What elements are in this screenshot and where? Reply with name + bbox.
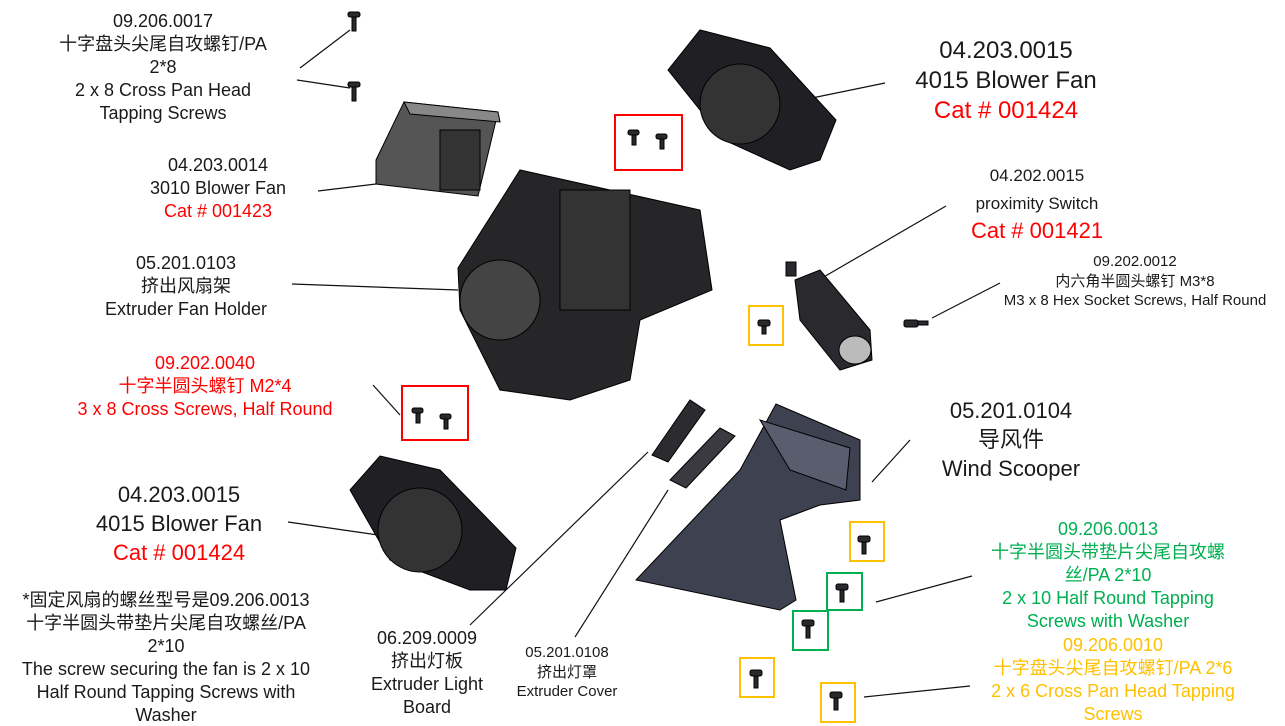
size: 2*8 xyxy=(149,57,177,77)
name-en: Extruder Light xyxy=(370,674,484,694)
part-number: 09.206.0013 xyxy=(1057,519,1159,539)
note-line: 2*10 xyxy=(147,636,185,656)
part-number: 04.202.0015 xyxy=(989,166,1085,185)
name-en: 3 x 8 Cross Screws, Half Round xyxy=(77,399,333,419)
part-name: 4015 Blower Fan xyxy=(915,67,1097,94)
catalog-number: Cat # 001424 xyxy=(112,540,246,565)
part-number: 04.203.0014 xyxy=(167,155,269,175)
highlight-box-yellow xyxy=(748,305,784,346)
label-wind-scooper: 05.201.0104 导风件 Wind Scooper xyxy=(942,396,1080,483)
screw-icon xyxy=(439,413,452,430)
label-fan-3010: 04.203.0014 3010 Blower Fan Cat # 001423 xyxy=(150,154,286,223)
label-screws-0012: 09.202.0012 内六角半圆头螺钉 M3*8 M3 x 8 Hex Soc… xyxy=(1004,252,1267,311)
screw-icon xyxy=(655,133,668,150)
name-en: 2 x 6 Cross Pan Head Tapping xyxy=(991,681,1235,701)
name-cn: 挤出风扇架 xyxy=(140,276,231,296)
name-en: Tapping Screws xyxy=(99,103,227,123)
part-number: 09.206.0010 xyxy=(1062,635,1164,655)
screw-icon xyxy=(829,691,843,711)
label-fan-4015-right: 04.203.0015 4015 Blower Fan Cat # 001424 xyxy=(915,36,1096,126)
part-number: 09.202.0012 xyxy=(1093,253,1177,270)
part-name: 3010 Blower Fan xyxy=(149,178,287,198)
name-cn: 挤出灯罩 xyxy=(536,663,597,681)
name-cn: 内六角半圆头螺钉 M3*8 xyxy=(1055,272,1215,290)
proximity-switch-part xyxy=(785,261,873,371)
name-cn: 丝/PA 2*10 xyxy=(1064,565,1152,585)
screw-icon xyxy=(857,535,871,555)
label-screws-0010: 09.206.0010 十字盘头尖尾自攻螺钉/PA 2*6 2 x 6 Cros… xyxy=(991,634,1235,726)
highlight-box-yellow xyxy=(739,657,775,698)
highlight-box-red xyxy=(614,114,683,171)
name-en: Screws with Washer xyxy=(1026,611,1190,631)
label-fan-holder: 05.201.0103 挤出风扇架 Extruder Fan Holder xyxy=(105,252,267,321)
screw-icon xyxy=(801,619,815,639)
highlight-box-red xyxy=(401,385,469,441)
highlight-box-yellow xyxy=(849,521,885,562)
label-screws-0040: 09.202.0040 十字半圆头螺钉 M2*4 3 x 8 Cross Scr… xyxy=(77,352,332,421)
highlight-box-green xyxy=(826,572,863,611)
name-en: Board xyxy=(402,697,452,717)
note-line: *固定风扇的螺丝型号是09.206.0013 xyxy=(22,590,310,610)
part-name: proximity Switch xyxy=(975,194,1099,213)
part-number: 05.201.0103 xyxy=(135,253,237,273)
fan-holder-part xyxy=(457,169,713,401)
catalog-number: Cat # 001423 xyxy=(163,201,273,221)
label-proximity-switch: 04.202.0015 proximity Switch Cat # 00142… xyxy=(971,163,1103,246)
screw-icon xyxy=(835,583,849,603)
wind-scooper-part xyxy=(635,403,861,611)
label-light-board: 06.209.0009 挤出灯板 Extruder Light Board xyxy=(371,627,483,719)
note-line: 十字半圆头带垫片尖尾自攻螺丝/PA xyxy=(26,613,306,633)
note-line: Half Round Tapping Screws with xyxy=(36,682,296,702)
note-line: The screw securing the fan is 2 x 10 xyxy=(21,659,311,679)
leader-lines xyxy=(287,29,1001,698)
catalog-number: Cat # 001424 xyxy=(933,97,1079,124)
name-cn: 十字盘头尖尾自攻螺钉/PA xyxy=(59,34,267,54)
note-line: Washer xyxy=(135,705,197,725)
screw-icon xyxy=(757,319,771,335)
parts xyxy=(347,11,929,711)
catalog-number: Cat # 001421 xyxy=(970,218,1104,243)
part-number: 05.201.0104 xyxy=(949,398,1073,423)
name-cn: 十字盘头尖尾自攻螺钉/PA 2*6 xyxy=(993,658,1233,678)
highlight-box-yellow xyxy=(820,682,856,723)
fan-4015-left-part xyxy=(349,455,517,591)
name-en: 2 x 10 Half Round Tapping xyxy=(1002,588,1214,608)
part-number: 09.206.0017 xyxy=(112,11,214,31)
screw-icon xyxy=(903,319,929,328)
name-en: Wind Scooper xyxy=(941,456,1081,481)
light-board-part xyxy=(651,399,706,463)
fan-3010-part xyxy=(375,101,501,197)
name-cn: 十字半圆头带垫片尖尾自攻螺 xyxy=(991,542,1225,562)
name-en: M3 x 8 Hex Socket Screws, Half Round xyxy=(1003,292,1267,309)
label-screws-0013: 09.206.0013 十字半圆头带垫片尖尾自攻螺 丝/PA 2*10 2 x … xyxy=(991,518,1225,633)
part-name: 4015 Blower Fan xyxy=(95,511,263,536)
name-cn: 挤出灯板 xyxy=(391,651,463,671)
label-screws-0017: 09.206.0017 十字盘头尖尾自攻螺钉/PA 2*8 2 x 8 Cros… xyxy=(59,10,267,125)
screw-icon xyxy=(347,81,361,102)
name-cn: 导风件 xyxy=(977,427,1044,452)
name-en: Screws xyxy=(1083,704,1143,724)
part-number: 05.201.0108 xyxy=(525,644,609,661)
part-number: 09.202.0040 xyxy=(154,353,256,373)
extruder-cover-part xyxy=(669,427,736,489)
part-number: 06.209.0009 xyxy=(376,628,478,648)
label-fan-4015-left: 04.203.0015 4015 Blower Fan Cat # 001424 xyxy=(96,480,262,567)
part-number: 04.203.0015 xyxy=(117,482,241,507)
name-en: Extruder Cover xyxy=(516,683,618,700)
screw-icon xyxy=(347,11,361,32)
fan-4015-right-part xyxy=(667,29,837,171)
name-en: 2 x 8 Cross Pan Head xyxy=(74,80,252,100)
screw-icon xyxy=(749,669,763,689)
name-en: Extruder Fan Holder xyxy=(104,299,268,319)
screw-icon xyxy=(411,407,424,424)
part-number: 04.203.0015 xyxy=(939,37,1073,64)
highlight-box-green xyxy=(792,610,829,651)
label-extruder-cover: 05.201.0108 挤出灯罩 Extruder Cover xyxy=(517,643,618,702)
name-cn: 十字半圆头螺钉 M2*4 xyxy=(118,376,292,396)
screw-icon xyxy=(627,129,640,146)
label-note: *固定风扇的螺丝型号是09.206.0013 十字半圆头带垫片尖尾自攻螺丝/PA… xyxy=(22,589,310,726)
